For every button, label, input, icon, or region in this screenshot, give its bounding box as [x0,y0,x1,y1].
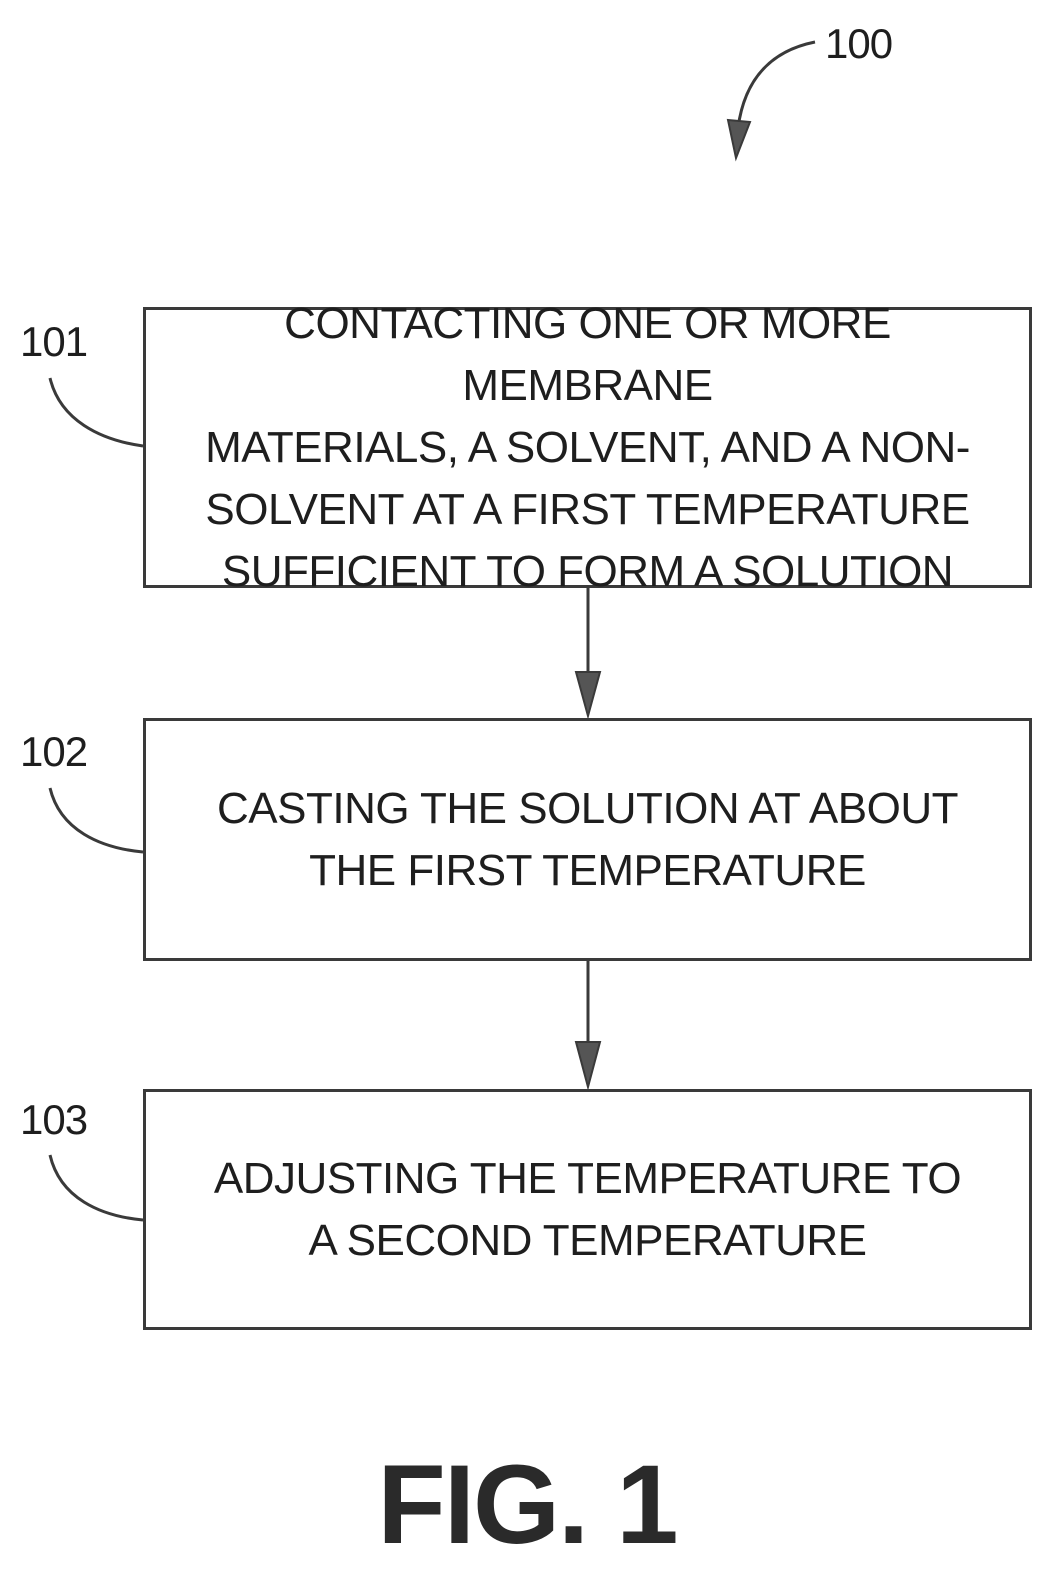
flow-arrowhead-101-102 [576,672,600,716]
leader-arrow-100 [738,42,815,128]
reference-numeral-101: 101 [20,318,87,366]
step-text-101: CONTACTING ONE OR MORE MEMBRANE MATERIAL… [146,293,1029,603]
step-box-102: CASTING THE SOLUTION AT ABOUT THE FIRST … [143,718,1032,961]
flow-arrowhead-102-103 [576,1042,600,1087]
reference-numeral-100: 100 [825,20,892,68]
step-text-102: CASTING THE SOLUTION AT ABOUT THE FIRST … [203,778,972,902]
reference-numeral-103: 103 [20,1096,87,1144]
step-text-103: ADJUSTING THE TEMPERATURE TO A SECOND TE… [200,1148,975,1272]
leader-line-103 [50,1155,143,1220]
figure-label: FIG. 1 [0,1440,1054,1569]
leader-line-102 [50,788,143,852]
leader-line-101 [50,378,143,446]
reference-numeral-102: 102 [20,728,87,776]
leader-arrowhead-100 [728,120,750,158]
step-box-101: CONTACTING ONE OR MORE MEMBRANE MATERIAL… [143,307,1032,588]
step-box-103: ADJUSTING THE TEMPERATURE TO A SECOND TE… [143,1089,1032,1330]
